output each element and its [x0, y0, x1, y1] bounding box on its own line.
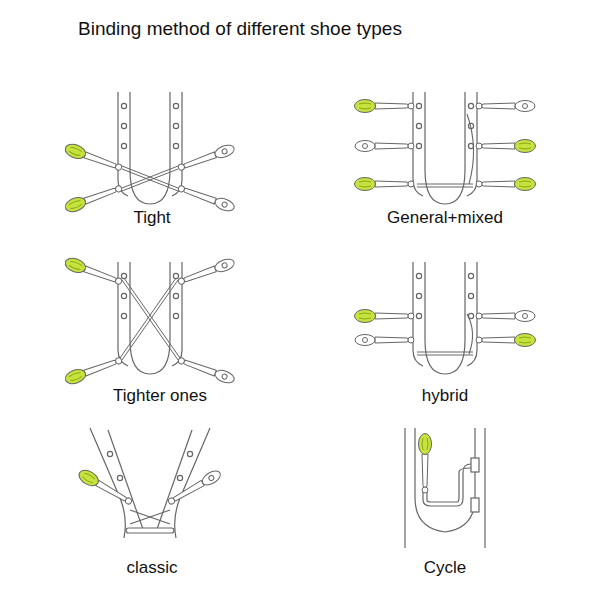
method-label: classic: [126, 558, 177, 578]
diagram-title: Binding method of different shoe types: [78, 18, 402, 40]
method-label: Tight: [133, 208, 170, 228]
method-label: General+mixed: [387, 208, 503, 228]
method-label: Tighter ones: [113, 386, 207, 406]
method-label: hybrid: [422, 386, 468, 406]
method-label: Cycle: [424, 558, 467, 578]
